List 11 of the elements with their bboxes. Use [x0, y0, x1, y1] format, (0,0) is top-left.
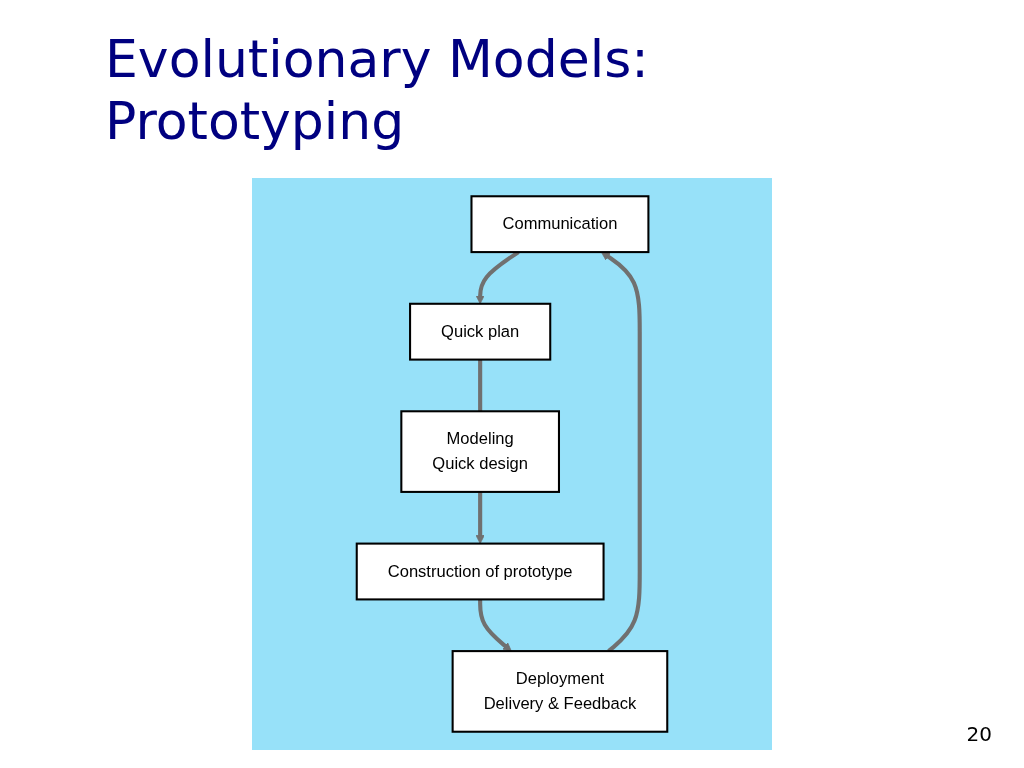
node-box [409, 302, 552, 361]
arrow [475, 491, 485, 544]
diagram-panel: Communication Quick plan Modeling Quick design Construction of prototype Deployment Delivery & Feedback [252, 178, 772, 750]
node-box [451, 650, 669, 733]
arrow [478, 599, 512, 652]
slide-title: Evolutionary Models: Prototyping [105, 28, 650, 152]
connector [478, 359, 483, 412]
node-box [355, 542, 605, 601]
node-box [470, 195, 650, 254]
node-box [400, 410, 560, 493]
page-number: 20 [966, 722, 992, 746]
